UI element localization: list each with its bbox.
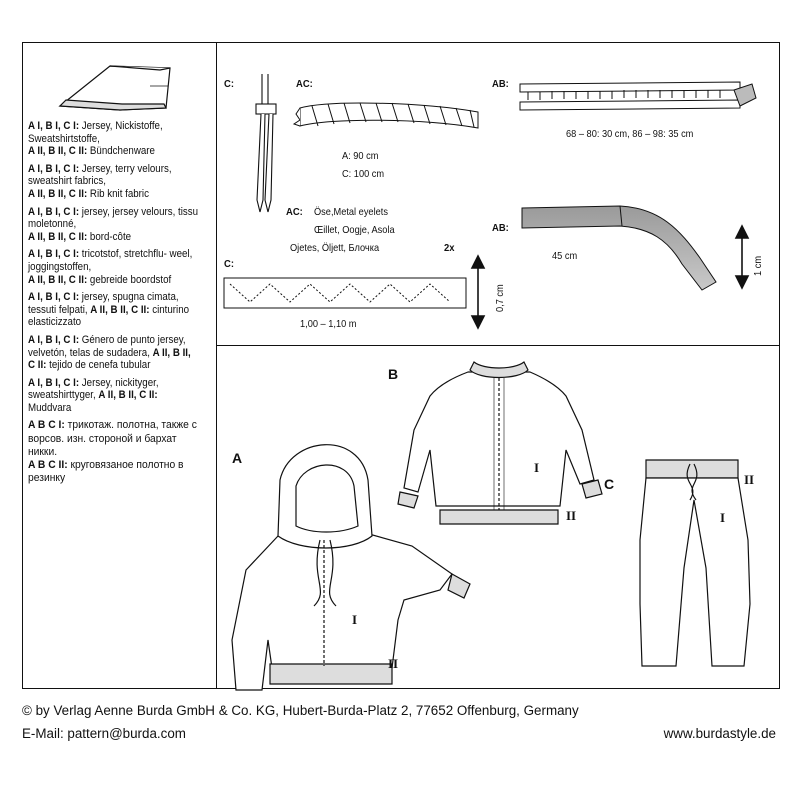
elastic-band-icon — [223, 277, 467, 309]
fabric-suggestion-es: A I, B I, C I: Género de punto jersey, v… — [28, 334, 199, 372]
views-label: A II, B II, C II: — [28, 145, 88, 158]
views-label: A II, B II, C II: — [90, 303, 150, 316]
email-line[interactable]: E-Mail: pattern@burda.com — [22, 726, 186, 741]
zipper-views-label: AB: — [492, 78, 509, 90]
elastic-width-arrow — [470, 254, 486, 330]
fabric-text: Muddvara — [28, 401, 72, 414]
website-link[interactable]: www.burdastyle.de — [663, 726, 776, 741]
fabric-text: круговязаное полотно в резинку — [28, 459, 184, 485]
view-c-label: C — [604, 476, 615, 492]
zipper-lengths: 68 – 80: 30 cm, 86 – 98: 35 cm — [566, 128, 694, 140]
twin-needle-icon — [255, 74, 277, 213]
eyelets-views-label: AC: — [286, 206, 303, 218]
view-b-fabric-ii: II — [566, 508, 577, 523]
views-label: A II, B II, C II: — [28, 187, 88, 200]
elastic-length: 1,00 – 1,10 m — [300, 318, 357, 330]
eyelets-line-3: Ojetes, Öljett, Блочка — [290, 242, 380, 254]
views-label: A I, B I, C I: — [28, 162, 80, 175]
fabric-text: bord-côte — [87, 230, 132, 243]
views-label: A I, B I, C I: — [28, 376, 80, 389]
views-label: A B C II: — [28, 459, 68, 472]
copyright-line: © by Verlag Aenne Burda GmbH & Co. KG, H… — [22, 703, 579, 718]
fabric-suggestion-fr: A I, B I, C I: jersey, jersey velours, t… — [28, 206, 199, 244]
folded-fabric-icon — [58, 65, 171, 111]
fabric-text: tejido de cenefa tubular — [46, 359, 151, 372]
views-label: A II, B II, C II: — [98, 389, 158, 402]
column-divider — [216, 42, 217, 689]
fabric-text: Bündchenware — [87, 145, 155, 158]
views-label: A II, B II, C II: — [28, 273, 88, 286]
cord-length-c: C: 100 cm — [342, 168, 385, 180]
needle-views-label: C: — [224, 78, 234, 90]
fabric-text: Rib knit fabric — [87, 187, 149, 200]
view-a-fabric-ii: II — [388, 656, 399, 671]
fabric-text: jersey, jersey velours, tissu moletonné, — [28, 205, 199, 231]
fabric-text: cinturino elasticizzato — [28, 303, 190, 329]
hoodie-a-drawing — [231, 444, 471, 691]
pattern-frame — [22, 42, 780, 689]
tape-width: 1 cm — [752, 255, 764, 276]
view-b-fabric-i: I — [534, 460, 540, 475]
zipper-icon — [519, 81, 757, 111]
fabric-text: gebreide boordstof — [87, 273, 172, 286]
fabric-suggestion-nl: A I, B I, C I: tricotstof, stretchflu- w… — [28, 248, 199, 286]
tape-width-arrow — [734, 224, 750, 290]
eyelets-line-1: Öse,Metal eyelets — [314, 206, 388, 218]
view-c-fabric-i: I — [720, 510, 726, 525]
fabric-text: Jersey, terry velours, sweatshirt fabric… — [28, 162, 172, 188]
fabric-suggestion-ru: A B C I: трикотаж. полотна, также с ворс… — [28, 419, 199, 485]
views-label: A B C I: — [28, 419, 65, 432]
fabric-text: Género de punto jersey, velvetón, telas … — [28, 333, 186, 359]
view-a-fabric-i: I — [352, 612, 358, 627]
views-label: A II, B II, C II: — [28, 230, 88, 243]
fabric-text: jersey, spugna cimata, tessuti felpati, — [28, 291, 179, 316]
pants-c-drawing — [639, 459, 751, 667]
bias-tape-icon — [521, 205, 717, 291]
eyelets-quantity: 2x — [444, 242, 455, 254]
fabric-text: Jersey, Nickistoffe, Sweatshirtstoffe, — [28, 120, 163, 145]
views-label: A I, B I, C I: — [28, 205, 80, 218]
cord-length-a: A: 90 cm — [342, 150, 379, 162]
cord-views-label: AC: — [296, 78, 313, 90]
view-c-fabric-ii: II — [744, 472, 755, 487]
fabric-suggestion-en: A I, B I, C I: Jersey, terry velours, sw… — [28, 163, 199, 201]
tape-views-label: AB: — [492, 222, 509, 234]
drawcord-icon — [292, 102, 479, 129]
views-label: A I, B I, C I: — [28, 333, 80, 346]
views-label: A II, B II, C II: — [28, 346, 191, 372]
elastic-width: 0,7 cm — [494, 284, 506, 312]
fabric-suggestion-de: A I, B I, C I: Jersey, Nickistoffe, Swea… — [28, 120, 199, 158]
eyelets-line-2: Œillet, Oogje, Asola — [314, 224, 395, 236]
fabric-text: трикотаж. полотна, также с ворсов. изн. … — [28, 419, 197, 458]
views-label: A I, B I, C I: — [28, 120, 80, 132]
elastic-views-label: C: — [224, 258, 234, 270]
jacket-b-drawing — [397, 361, 603, 525]
fabric-text: Jersey, nickityger, sweatshirttyger, — [28, 376, 159, 402]
view-a-label: A — [232, 450, 243, 466]
section-divider — [216, 345, 780, 346]
fabric-suggestions: A I, B I, C I: Jersey, Nickistoffe, Swea… — [28, 120, 199, 490]
tape-length: 45 cm — [552, 250, 578, 262]
view-b-label: B — [388, 366, 399, 382]
fabric-text: tricotstof, stretchflu- weel, joggingsto… — [28, 248, 193, 273]
fabric-suggestion-it: A I, B I, C I: jersey, spugna cimata, te… — [28, 291, 199, 329]
views-label: A I, B I, C I: — [28, 291, 80, 304]
views-label: A I, B I, C I: — [28, 248, 80, 261]
fabric-suggestion-sv: A I, B I, C I: Jersey, nickityger, sweat… — [28, 377, 199, 415]
